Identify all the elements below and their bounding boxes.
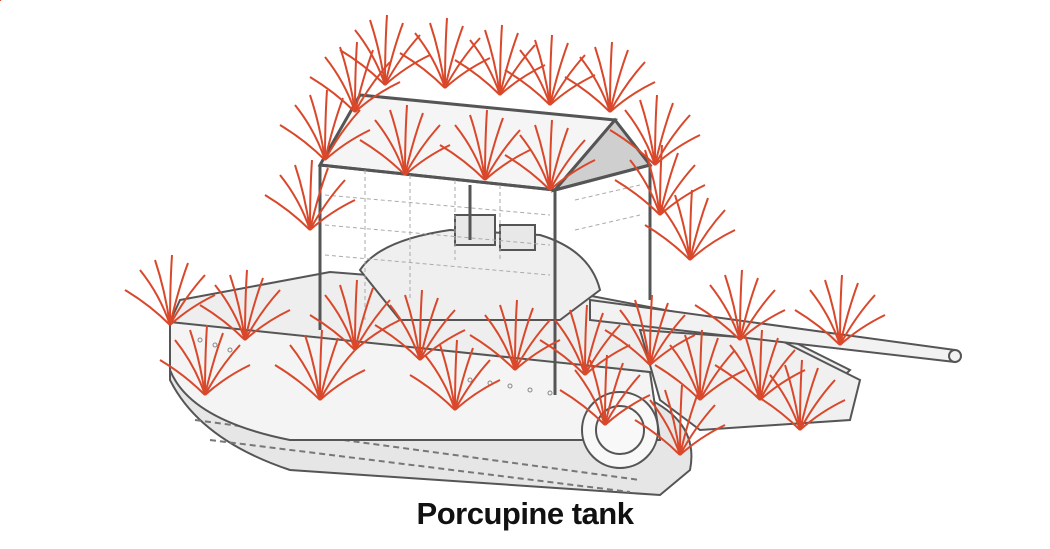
- cage-grid: [324, 170, 641, 320]
- illustration-caption: Porcupine tank: [416, 496, 634, 531]
- tank-body: [168, 214, 962, 497]
- porcupine-tank-illustration: [0, 0, 962, 497]
